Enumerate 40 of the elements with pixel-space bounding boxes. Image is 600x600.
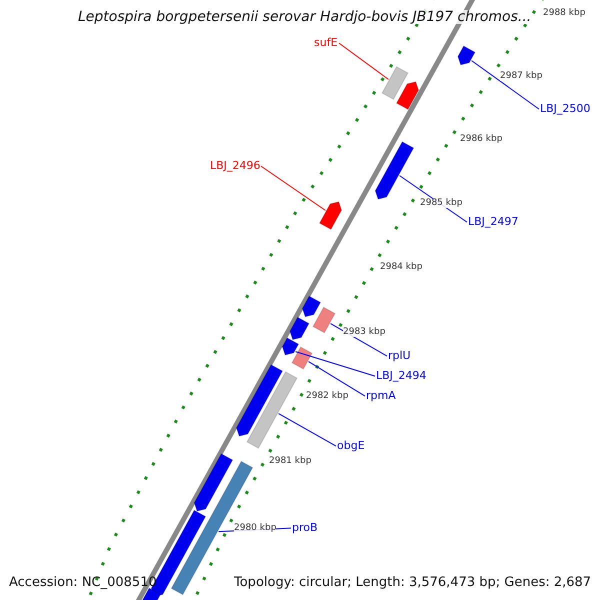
gene-feature xyxy=(318,201,342,230)
gene-feature xyxy=(282,337,300,356)
gene-segment xyxy=(381,66,409,100)
gene-label: LBJ_2496 xyxy=(210,160,260,170)
gene-label: LBJ_2497 xyxy=(468,216,518,226)
gene-segment xyxy=(312,306,336,334)
gene-segment xyxy=(291,346,313,370)
leader-line xyxy=(338,42,389,80)
gene-feature xyxy=(236,364,284,437)
gene-feature xyxy=(302,295,322,318)
gene-feature xyxy=(142,587,162,600)
gene-segment xyxy=(246,371,298,449)
leader-line xyxy=(295,351,376,377)
gene-feature xyxy=(374,141,414,200)
scale-label: 2983 kbp xyxy=(343,328,386,336)
scale-label: 2986 kbp xyxy=(460,134,502,144)
scale-label: 2985 kbp xyxy=(420,198,462,208)
gene-feature xyxy=(457,45,476,66)
scale-label: 2988 kbp xyxy=(543,8,586,18)
gene-label: LBJ_2494 xyxy=(376,370,426,380)
leader-line xyxy=(278,413,336,447)
leader-line xyxy=(308,361,366,397)
gene-feature xyxy=(194,453,234,512)
genome-info-text: Topology: circular; Length: 3,576,473 bp; Genes: 2,687 xyxy=(234,576,592,588)
scale-label: 2981 kbp xyxy=(269,456,312,466)
leader-line xyxy=(471,60,540,110)
scale-label: 2987 kbp xyxy=(500,72,542,80)
leader-line xyxy=(260,166,326,211)
gene-label: proB xyxy=(292,522,318,532)
gene-label: rplU xyxy=(388,350,411,360)
map-title: Leptospira borgpetersenii serovar Hardjo-bovis JB197 chromos... xyxy=(78,10,532,24)
scale-label: 2984 kbp xyxy=(380,262,422,272)
gene-label: sufE xyxy=(314,36,338,48)
scale-label: 2980 kbp xyxy=(234,524,276,532)
gene-label: LBJ_2500 xyxy=(540,102,590,114)
scale-label: 2982 kbp xyxy=(306,392,348,400)
gene-label: rpmA xyxy=(366,390,396,400)
gene-feature xyxy=(396,81,420,110)
gene-feature xyxy=(289,316,310,340)
gene-label: obgE xyxy=(337,440,365,450)
